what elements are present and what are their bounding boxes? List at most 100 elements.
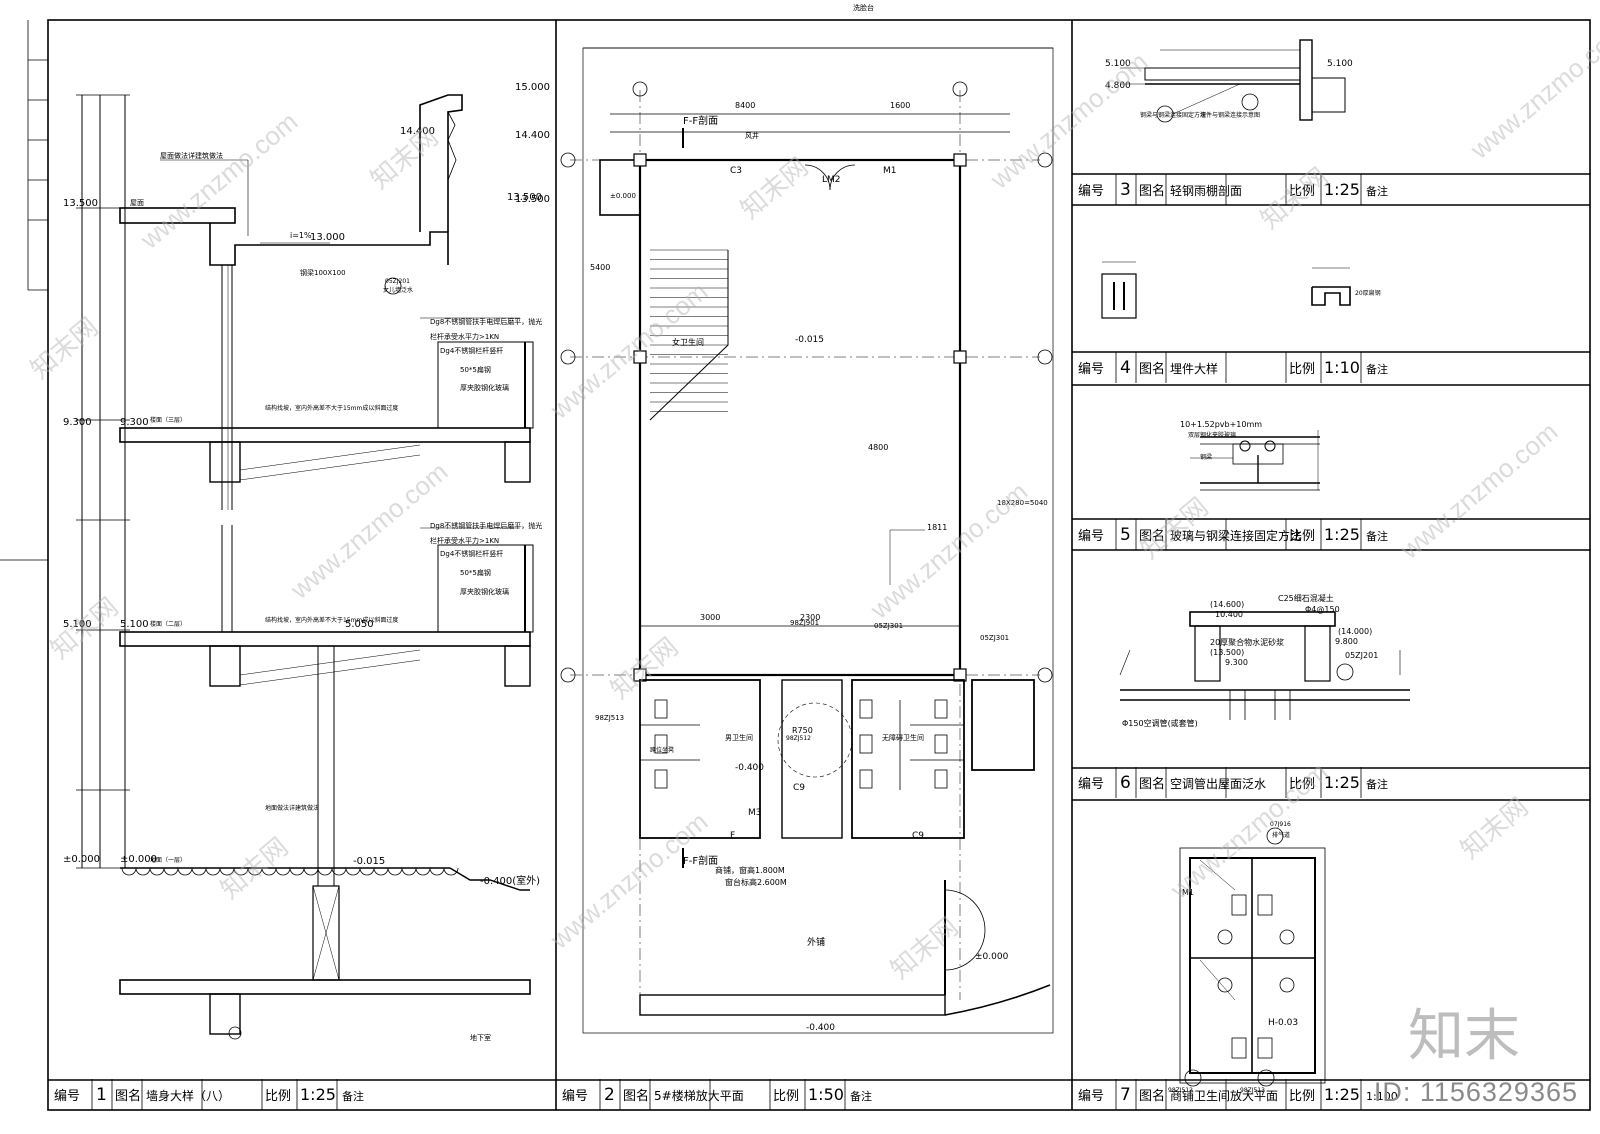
drawing-name: 商铺卫生间放大平面 (1170, 1088, 1278, 1103)
site-watermark: 知末网 (735, 151, 814, 224)
section-label: 地下室 (470, 1033, 491, 1042)
image-id-label: ID: 1156329365 (1373, 1077, 1578, 1107)
detail-label: 9.800 (1335, 637, 1358, 646)
label-note: 1:100 (1366, 1090, 1398, 1103)
site-watermark: 知末网 (1255, 161, 1334, 234)
plan-label: 05ZJ301 (980, 634, 1009, 642)
drawing-name: 空调管出屋面泛水 (1170, 776, 1266, 791)
drawing-scale: 1:25 (1324, 773, 1360, 792)
plan-label: ±0.000 (610, 192, 636, 200)
detail-label: Φ150空调管(或套管) (1122, 718, 1198, 728)
drawing-scale: 1:25 (300, 1085, 336, 1104)
site-watermark: 知末网 (45, 591, 124, 664)
plan-label: 无障碍卫生间 (882, 733, 924, 742)
detail-label: H-0.03 (1268, 1018, 1298, 1028)
site-watermark: www.znzmo.com (544, 276, 713, 425)
label-name: 图名 (1139, 528, 1165, 544)
plan-label: C9 (793, 783, 805, 793)
site-watermark: 知末网 (25, 311, 104, 384)
label-number: 编号 (1078, 777, 1104, 792)
elevation-mark: 5.050 (345, 619, 374, 630)
plan-label: 蹲位坐凳 (650, 746, 674, 754)
label-name: 图名 (623, 1088, 649, 1104)
detail-label: 98ZJ513 (1240, 1087, 1265, 1094)
site-watermark: 知末网 (1455, 791, 1534, 864)
label-number: 编号 (1078, 362, 1104, 377)
section-label: 屋面 (130, 199, 144, 207)
label-number: 编号 (1078, 184, 1104, 199)
label-scale: 比例 (773, 1089, 799, 1104)
plan-label: C9 (912, 831, 924, 841)
plan-label: -0.400 (806, 1023, 835, 1033)
elevation-mark: 14.400 (400, 126, 435, 137)
drawing-number: 4 (1120, 358, 1131, 378)
plan-label: 男卫生间 (725, 733, 753, 742)
elevation-mark: 13.500 (507, 192, 542, 203)
detail-label: M1 (1182, 888, 1194, 897)
site-watermark: www.znzmo.com (544, 806, 713, 955)
plan-label: F-F剖面 (683, 114, 718, 127)
detail-label: Φ4@150 (1305, 605, 1340, 614)
label-scale: 比例 (1289, 529, 1315, 544)
label-note: 备注 (1366, 362, 1388, 376)
section-label: Dg8不锈钢管扶手电焊后磨平，抛光 (430, 317, 542, 326)
section-label: 钢梁100X100 (300, 268, 346, 277)
plan-label: 98ZJ513 (595, 714, 624, 722)
elevation-mark: ±0.000 (63, 854, 100, 865)
drawing-name: 玻璃与钢梁连接固定方法 (1170, 528, 1302, 543)
elevation-mark: ±0.000 (120, 854, 157, 865)
site-watermark: www.znzmo.com (984, 46, 1153, 195)
detail-label: 排气道 (1272, 831, 1290, 839)
drawing-number: 6 (1120, 773, 1131, 793)
elevation-mark: 13.500 (63, 198, 98, 209)
plan-label: 风井 (745, 131, 759, 140)
plan-dimension: 3000 (700, 613, 720, 622)
drawing-scale: 1:50 (808, 1085, 844, 1104)
section-label: Dg4不锈钢栏杆竖杆 (440, 549, 503, 558)
section-label: 屋面做法详建筑做法 (160, 151, 223, 160)
drawing-name: 墙身大样（八） (146, 1088, 230, 1103)
label-number: 编号 (1078, 1089, 1104, 1104)
drawing-scale: 1:10 (1324, 358, 1360, 377)
section-label: i=1% (290, 231, 312, 240)
plan-label: -0.015 (795, 335, 824, 345)
section-label: 女儿墙泛水 (383, 286, 413, 294)
site-watermark: www.znzmo.com (284, 456, 453, 605)
section-label: 地面（一层） (150, 856, 186, 864)
elevation-mark: 9.300 (120, 417, 149, 428)
section-label: 栏杆承受水平力>1KN (430, 332, 499, 341)
detail-label: 9.300 (1225, 658, 1248, 667)
plan-label: 05ZJ301 (874, 622, 903, 630)
detail-label: (14.600) (1210, 600, 1244, 609)
plan-label: 18X280=5040 (997, 499, 1048, 507)
detail-label: 98ZJ512 (1168, 1087, 1193, 1094)
plan-label: M1 (883, 166, 897, 176)
plan-label: 商铺，窗高1.800M (715, 865, 785, 875)
site-watermark: 知末网 (885, 911, 964, 984)
drawing-number: 1 (96, 1085, 107, 1105)
plan-label: -0.400 (735, 763, 764, 773)
drawing-number: 5 (1120, 525, 1131, 545)
label-name: 图名 (1139, 1088, 1165, 1104)
wall-section-detail (76, 94, 534, 1040)
section-label: 50*5扁钢 (460, 568, 491, 577)
label-scale: 比例 (1289, 777, 1315, 792)
label-note: 备注 (850, 1089, 872, 1103)
section-label: 地面做法详建筑做法 (265, 804, 319, 812)
plan-dimension: 4800 (868, 443, 888, 452)
detail-label: C25细石混凝土 (1278, 593, 1334, 603)
label-note: 备注 (1366, 184, 1388, 198)
plan-label: 外铺 (807, 936, 825, 948)
drawing-name: 轻钢雨棚剖面 (1170, 183, 1242, 198)
plan-dimension: 1811 (927, 523, 947, 532)
label-name: 图名 (1139, 361, 1165, 377)
plan-label: 窗台标高2.600M (725, 877, 787, 887)
plan-label: R750 (792, 726, 813, 735)
plan-label: M3 (748, 808, 762, 818)
section-label: Dg8不锈钢管扶手电焊后磨平，抛光 (430, 521, 542, 530)
plan-dimension: 2300 (800, 613, 820, 622)
